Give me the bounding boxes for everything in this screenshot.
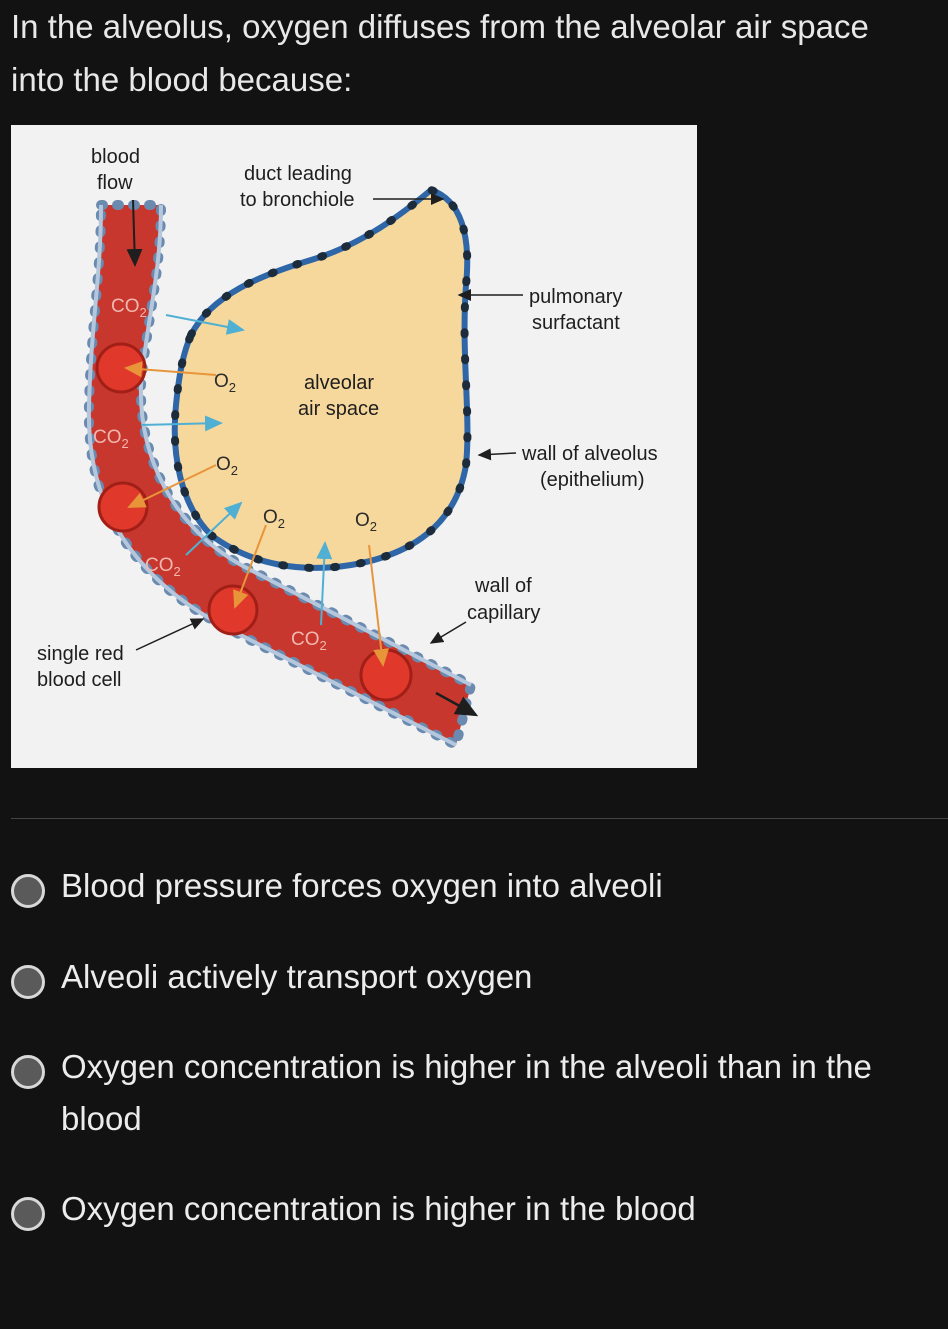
option-label: Alveoli actively transport oxygen <box>61 958 533 995</box>
o2-arrows <box>124 361 390 667</box>
option-label: Oxygen concentration is higher in the bl… <box>61 1190 696 1227</box>
svg-text:O2: O2 <box>355 510 377 534</box>
option-4[interactable]: Oxygen concentration is higher in the bl… <box>11 1183 931 1235</box>
svg-text:(epithelium): (epithelium) <box>540 469 644 491</box>
svg-text:to bronchiole: to bronchiole <box>240 189 355 211</box>
pointer-lines <box>126 193 523 717</box>
option-3[interactable]: Oxygen concentration is higher in the al… <box>11 1041 931 1145</box>
label-blood-flow: blood <box>91 146 140 168</box>
option-label: Blood pressure forces oxygen into alveol… <box>61 867 663 904</box>
label-surfactant: pulmonary <box>529 286 622 308</box>
question-text: In the alveolus, oxygen diffuses from th… <box>11 8 869 98</box>
svg-text:CO2: CO2 <box>93 427 129 451</box>
alveolar-sac <box>170 185 472 572</box>
svg-text:surfactant: surfactant <box>532 312 620 334</box>
diagram-labels: blood flow duct leading to bronchiole pu… <box>37 146 658 691</box>
label-red-cell: single red <box>37 643 124 665</box>
svg-text:CO2: CO2 <box>291 629 327 653</box>
label-air-space: alveolar <box>304 372 374 394</box>
svg-text:O2: O2 <box>216 454 238 478</box>
divider <box>11 818 948 819</box>
radio-button[interactable] <box>11 965 45 999</box>
svg-text:capillary: capillary <box>467 602 540 624</box>
red-blood-cells <box>95 342 413 702</box>
svg-text:O2: O2 <box>263 507 285 531</box>
option-label: Oxygen concentration is higher in the al… <box>61 1048 872 1137</box>
label-wall-alveolus: wall of alveolus <box>521 443 658 465</box>
co2-arrows <box>140 314 333 626</box>
alveolus-diagram: O2 O2 O2 O2 CO2 CO2 CO2 CO2 blood flow d… <box>11 125 697 768</box>
svg-text:blood cell: blood cell <box>37 669 122 691</box>
label-duct: duct leading <box>244 163 352 185</box>
label-wall-capillary: wall of <box>474 575 532 597</box>
gas-labels: O2 O2 O2 O2 CO2 CO2 CO2 CO2 <box>93 296 377 653</box>
radio-button[interactable] <box>11 1055 45 1089</box>
option-1[interactable]: Blood pressure forces oxygen into alveol… <box>11 860 931 912</box>
svg-text:air space: air space <box>298 398 379 420</box>
radio-button[interactable] <box>11 874 45 908</box>
svg-text:O2: O2 <box>214 371 236 395</box>
option-2[interactable]: Alveoli actively transport oxygen <box>11 951 931 1003</box>
svg-text:CO2: CO2 <box>145 555 181 579</box>
svg-text:flow: flow <box>97 172 133 194</box>
radio-button[interactable] <box>11 1197 45 1231</box>
svg-text:CO2: CO2 <box>111 296 147 320</box>
